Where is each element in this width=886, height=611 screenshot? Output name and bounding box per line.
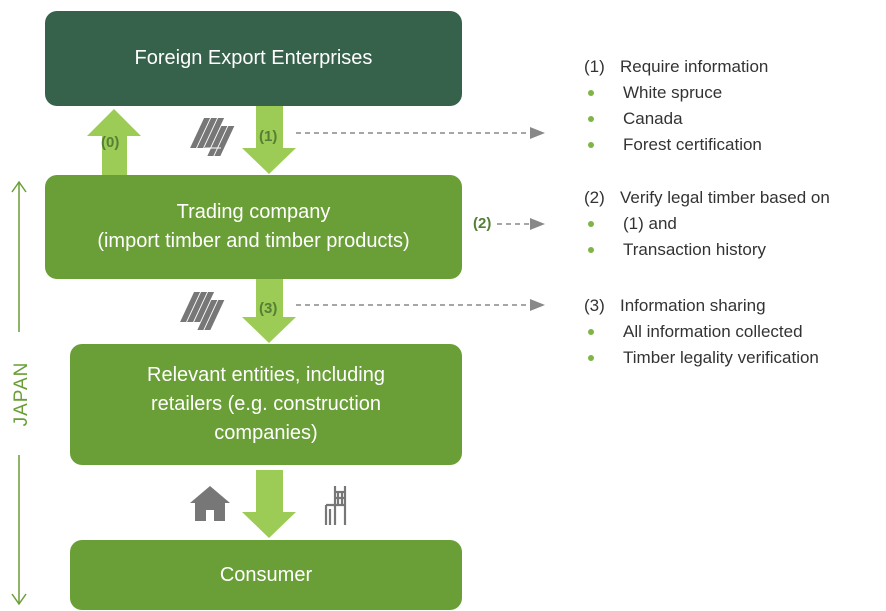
- list-item: Forest certification: [584, 132, 768, 158]
- list-item: Transaction history: [584, 237, 830, 263]
- timber-icon: [190, 118, 235, 156]
- arrow-label-1: (1): [259, 128, 278, 145]
- panel-number: (1): [584, 57, 605, 76]
- list-item: White spruce: [584, 80, 768, 106]
- box-text: companies): [214, 422, 318, 444]
- box-text: Foreign Export Enterprises: [134, 47, 373, 69]
- info-panel-1: (1) Require information White spruce Cana…: [584, 54, 768, 158]
- panel-heading: (2) Verify legal timber based on: [584, 185, 830, 211]
- arrow-label-2: (2): [473, 215, 492, 232]
- arrow-label-0: (0): [101, 134, 120, 151]
- arrow-consumer-down: [242, 470, 296, 538]
- list-item: All information collected: [584, 319, 819, 345]
- timber-icon: [180, 292, 225, 330]
- box-text: Relevant entities, including: [147, 364, 385, 386]
- panel-number: (2): [584, 188, 605, 207]
- list-item: Canada: [584, 106, 768, 132]
- house-icon: [190, 486, 230, 521]
- panel-title: Verify legal timber based on: [620, 188, 830, 207]
- japan-label: JAPAN: [11, 361, 32, 427]
- arrow-0-up: [87, 109, 141, 175]
- panel-title: Require information: [620, 57, 769, 76]
- box-text: Trading company: [176, 201, 331, 223]
- info-panel-2: (2)Verify legal timber based on (1) and …: [584, 185, 830, 263]
- chair-icon: [324, 486, 347, 525]
- panel-number: (3): [584, 296, 605, 315]
- consumer-box: Consumer: [70, 540, 462, 610]
- panel-heading: (1) Require information: [584, 54, 768, 80]
- japan-range-arrow: [11, 180, 27, 606]
- info-panel-3: (3) Information sharing All information c…: [584, 293, 819, 371]
- dashed-arrow-1: [296, 127, 545, 139]
- arrow-3-down: [242, 279, 296, 343]
- list-item: Timber legality verification: [584, 345, 819, 371]
- dashed-arrow-3: [296, 299, 545, 311]
- trading-company-box: Trading company (import timber and timbe…: [45, 175, 462, 279]
- panel-title: Information sharing: [620, 296, 766, 315]
- box-text: Consumer: [219, 563, 313, 586]
- panel-heading: (3) Information sharing: [584, 293, 819, 319]
- foreign-export-enterprises-box: Foreign Export Enterprises: [45, 11, 462, 106]
- box-text: (import timber and timber products): [97, 230, 410, 252]
- arrow-label-3: (3): [259, 300, 278, 317]
- arrow-1-down: [242, 106, 296, 174]
- relevant-entities-box: Relevant entities, including retailers (…: [70, 344, 462, 465]
- list-item: (1) and: [584, 211, 830, 237]
- dashed-arrow-2: [497, 218, 545, 230]
- box-text: retailers (e.g. construction: [150, 393, 382, 415]
